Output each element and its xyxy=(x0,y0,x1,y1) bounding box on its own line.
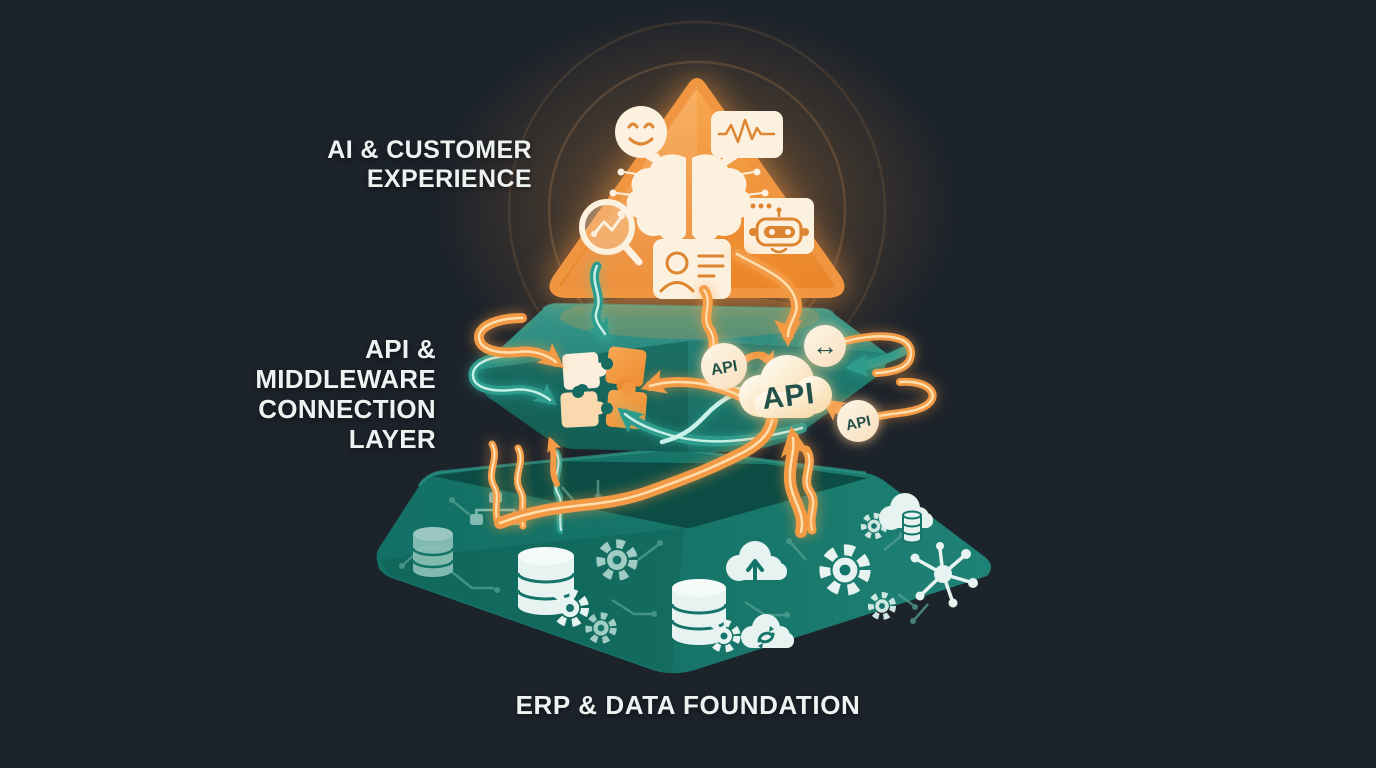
layer-api-middleware xyxy=(476,295,887,452)
bidirectional-arrow-badge: ↔ xyxy=(804,325,846,367)
analytics-magnifier-icon xyxy=(579,199,647,266)
database-cylinder-icon xyxy=(411,527,455,577)
network-hub-icon xyxy=(910,542,978,608)
api-cloud-badge: API xyxy=(739,355,832,418)
triangle-icons xyxy=(579,106,814,299)
api-badges: API ↔ API API xyxy=(701,325,879,442)
api-badge-label: API xyxy=(844,413,872,435)
orange-arrows xyxy=(474,248,937,538)
label-ai-customer-experience: AI & CUSTOMER EXPERIENCE xyxy=(327,136,532,193)
chatbot-window-icon xyxy=(744,198,814,254)
api-cloud-label: API xyxy=(760,377,817,416)
database-with-gear-icon xyxy=(670,579,737,649)
bidirectional-arrow-glyph: ↔ xyxy=(812,331,838,361)
label-api-middleware-connection-layer: API & MIDDLEWARE CONNECTION LAYER xyxy=(255,334,436,455)
mid-slab-edge-highlight xyxy=(542,302,834,315)
cloud-database-icon xyxy=(879,493,933,544)
database-with-gear-icon xyxy=(516,547,585,623)
base-slab-silhouette xyxy=(376,449,992,674)
api-badge-label: API xyxy=(710,358,739,379)
label-erp-data-foundation: ERP & DATA FOUNDATION xyxy=(515,690,861,720)
cloud-upload-icon xyxy=(726,541,787,581)
api-circle-badge-right: API xyxy=(837,400,879,442)
customer-profile-card-icon xyxy=(653,239,731,299)
api-circle-badge-left: API xyxy=(701,343,747,389)
circuit-traces-icon xyxy=(399,480,929,624)
wavy-connector-teal xyxy=(551,448,565,534)
cloud-sync-icon xyxy=(741,614,794,649)
